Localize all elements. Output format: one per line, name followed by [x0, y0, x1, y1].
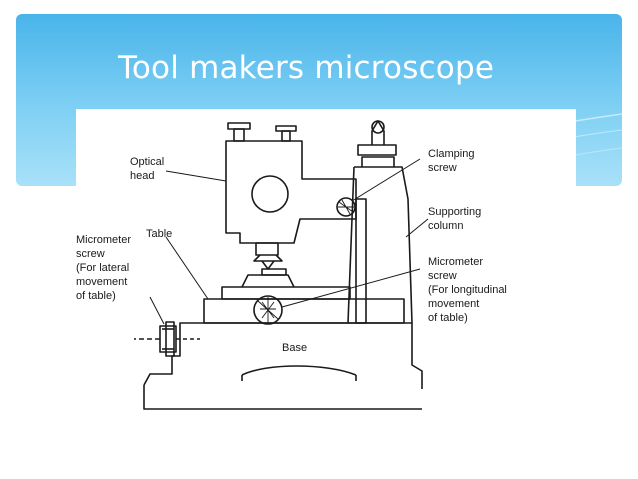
table-assembly: [203, 268, 405, 324]
optical-head: [225, 140, 357, 270]
lateral-micrometer-screw: [134, 321, 200, 357]
base-casting: [143, 322, 423, 410]
slide-title: Tool makers microscope: [118, 50, 495, 86]
label-micrometer-lateral: Micrometer screw (For lateral movement o…: [76, 234, 132, 302]
top-knobs: [227, 122, 297, 142]
label-clamping-screw: Clamping screw: [428, 148, 475, 174]
microscope-drawing: [134, 120, 429, 410]
column-handwheel: [357, 120, 397, 156]
longitudinal-micrometer-dial: [253, 295, 283, 325]
microscope-diagram: Optical head Clamping screw Supporting c…: [76, 109, 576, 417]
supporting-column: [347, 156, 413, 324]
label-supporting-column: Supporting column: [428, 206, 482, 232]
label-base: Base: [282, 342, 308, 354]
label-optical-head: Optical head: [130, 156, 165, 182]
label-table: Table: [146, 228, 173, 240]
label-micrometer-longitudinal: Micrometer screw (For longitudinal movem…: [428, 256, 507, 324]
leader-lines: [149, 158, 429, 325]
clamping-screw: [336, 197, 356, 217]
